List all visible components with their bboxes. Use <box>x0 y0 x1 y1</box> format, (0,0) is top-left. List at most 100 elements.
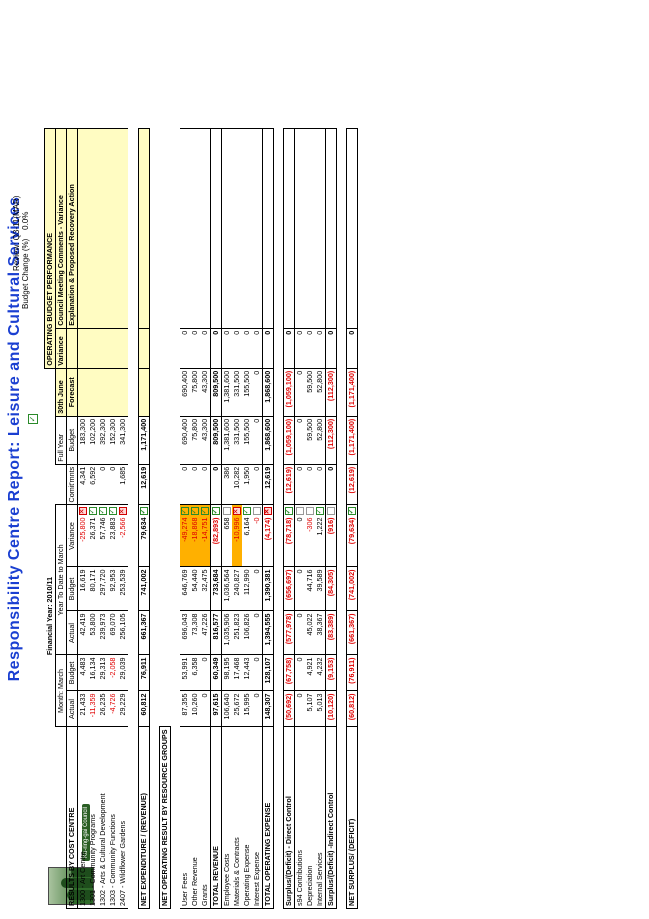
forecast-cell: 331,500 <box>232 368 242 417</box>
empty-box-icon <box>327 507 336 516</box>
variance-cell: 57,746✓ <box>98 504 108 567</box>
variance-value: 1,222 <box>315 517 324 536</box>
y-budget-cell: 741,002 <box>138 566 149 611</box>
forecast-cell <box>138 368 149 417</box>
commitments-cell: 0 <box>294 464 305 505</box>
col-comments: Council Meeting Comments - Variance <box>55 128 67 329</box>
row-label: 1303 - Community Functions <box>108 726 118 909</box>
row-label: Surplus/(Deficit) - Direct Control <box>283 726 295 909</box>
m-budget-cell: (76,911) <box>346 654 358 691</box>
variance2-cell <box>108 328 118 369</box>
budget-change-value: 0.0% <box>21 211 30 230</box>
y-actual-cell: 0 <box>294 610 305 655</box>
variance-cell: -25,800✕ <box>77 504 88 567</box>
variance-cell: -18,868✓ <box>190 504 200 567</box>
comment-cell <box>242 128 252 329</box>
forecast-cell <box>98 368 108 417</box>
m-budget-cell: 53,991 <box>180 654 190 691</box>
row-label: Interest Expense <box>252 726 263 909</box>
commitments-cell: 0 <box>190 464 200 505</box>
variance2-cell <box>98 328 108 369</box>
row-label: TOTAL OPERATING EXPENSE <box>262 726 274 909</box>
spacer-row <box>128 128 138 908</box>
forecast-cell: 1,868,600 <box>262 368 274 417</box>
ytd-group: Year To Date to March <box>55 504 67 655</box>
review-label: Review: Q3-11(MAR) <box>12 195 21 271</box>
budget-change: Budget Change (%) 0.0% <box>21 196 30 309</box>
spacer-row <box>274 128 284 908</box>
forecast-cell: 52,800 <box>315 368 326 417</box>
commitments-cell: 0 <box>98 464 108 505</box>
comment-cell <box>232 128 242 329</box>
m-budget-cell: 17,468 <box>232 654 242 691</box>
y-actual-cell: (83,389) <box>325 610 337 655</box>
variance-value: -306 <box>305 517 314 532</box>
y-actual-cell: 1,394,555 <box>262 610 274 655</box>
commitments-cell: 0 <box>180 464 190 505</box>
blank-cell <box>56 727 67 909</box>
col-variance2: Variance <box>55 328 67 369</box>
check-icon: ✓ <box>139 507 148 516</box>
comment-cell <box>77 128 88 329</box>
m-actual-cell: 60,812 <box>138 690 149 727</box>
col-full_year2: Budget <box>66 416 78 465</box>
row-label: 2407 - Wildflower Gardens <box>118 726 128 909</box>
m-actual-cell: 148,307 <box>262 690 274 727</box>
variance2-cell: 0 <box>180 328 190 369</box>
variance2-cell: 0 <box>294 328 305 369</box>
y-budget-cell: 733,684 <box>210 566 222 611</box>
full-year-cell: 809,500 <box>210 416 222 465</box>
m-budget-cell: 60,349 <box>210 654 222 691</box>
forecast-cell: 0 <box>294 368 305 417</box>
variance-cell: -2,566✕ <box>118 504 128 567</box>
commitments-cell: 0 <box>108 464 118 505</box>
variance-value: (916) <box>326 517 335 535</box>
forecast-cell: 43,300 <box>200 368 211 417</box>
forecast-cell: 809,500 <box>210 368 222 417</box>
comment-cell <box>210 128 222 329</box>
variance-cell: 26,371✓ <box>88 504 98 567</box>
row-label: Materials & Contracts <box>232 726 242 909</box>
comment-cell <box>190 128 200 329</box>
y-actual-cell: (577,978) <box>283 610 295 655</box>
row-label: Operating Expense <box>242 726 252 909</box>
m-budget-cell: (67,758) <box>283 654 295 691</box>
variance2-cell: 0 <box>315 328 326 369</box>
variance-cell: 23,883✓ <box>108 504 118 567</box>
full-year-cell: 152,300 <box>108 416 118 465</box>
variance-value: (4,174) <box>263 517 272 541</box>
variance-cell: (78,718)✓ <box>283 504 295 567</box>
variance2-cell: 0 <box>221 328 232 369</box>
m-budget-cell: 4,232 <box>315 654 326 691</box>
commitments-cell: 1,685 <box>118 464 128 505</box>
variance-cell: -306 <box>305 504 315 567</box>
variance2-cell <box>118 328 128 369</box>
commitments-cell: 6,592 <box>88 464 98 505</box>
y-budget-cell: 1,036,564 <box>221 566 232 611</box>
check-icon: ✓ <box>348 507 357 516</box>
full-year-cell: 1,381,600 <box>221 416 232 465</box>
cross-icon: ✕ <box>264 507 273 516</box>
row-label: s94 Contributions <box>294 726 305 909</box>
full-year-cell: (1,059,100) <box>283 416 295 465</box>
section-cost-centre: RESULTS BY COST CENTRE <box>66 726 78 909</box>
full-year-cell: 1,171,400 <box>138 416 149 465</box>
y-budget-cell: 0 <box>294 566 305 611</box>
budget-change-label: Budget Change (%) <box>21 238 30 309</box>
month-group: Month: March <box>55 654 67 727</box>
empty-box-icon <box>223 507 232 516</box>
variance-cell: -14,751✓ <box>200 504 211 567</box>
cross-icon: ✕ <box>233 507 242 516</box>
m-actual-cell: 0 <box>252 690 263 727</box>
variance-value: 658 <box>222 517 231 530</box>
forecast-cell: (1,059,100) <box>283 368 295 417</box>
comment-cell <box>118 128 128 329</box>
forecast-cell: (112,300) <box>325 368 337 417</box>
forecast-cell <box>77 368 88 417</box>
m-actual-cell: 26,235 <box>98 690 108 727</box>
variance-cell: 6,164✓ <box>242 504 252 567</box>
m-actual-cell: 0 <box>294 690 305 727</box>
